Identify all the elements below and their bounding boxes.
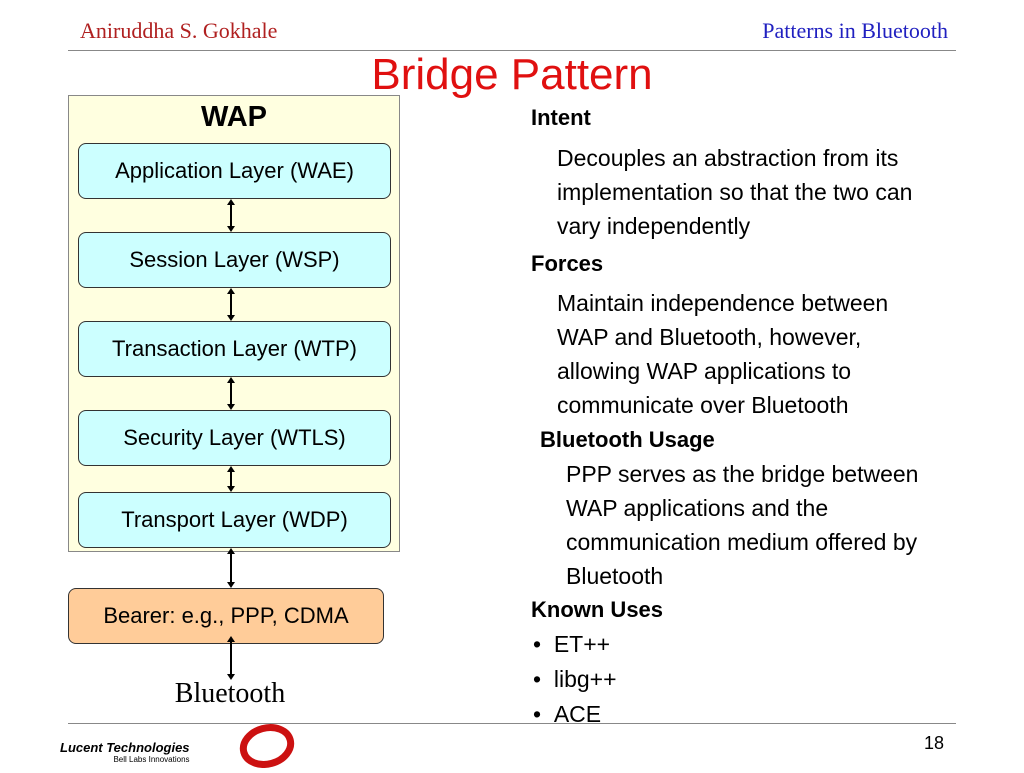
usage-line: Bluetooth [566, 563, 664, 589]
known-use-item: ET++ [553, 631, 611, 657]
bullet: • [533, 631, 554, 657]
list-item: • ET++ [533, 627, 617, 662]
known-uses-heading: Known Uses [531, 597, 664, 622]
double-arrow-3 [225, 377, 237, 410]
forces-line: Maintain independence between [557, 290, 889, 316]
known-use-item: libg++ [553, 666, 617, 692]
forces-text: Maintain independence between WAP and Bl… [557, 286, 888, 422]
author-name: Aniruddha S. Gokhale [80, 18, 278, 43]
slide-title: Bridge Pattern [371, 50, 653, 99]
double-arrow-4 [225, 466, 237, 492]
known-use-item: ACE [553, 701, 602, 727]
logo-name: Lucent Technologies [60, 740, 190, 755]
slide-topic: Patterns in Bluetooth [762, 18, 948, 43]
bearer-box: Bearer: e.g., PPP, CDMA [68, 588, 384, 644]
bullet: • [533, 701, 554, 727]
lucent-ring-icon [236, 722, 298, 768]
bluetooth-label: Bluetooth [174, 678, 286, 709]
header-divider [68, 50, 956, 51]
intent-line: vary independently [557, 213, 751, 239]
intent-heading: Intent [531, 105, 591, 130]
double-arrow-2 [225, 288, 237, 321]
page-number: 18 [923, 733, 944, 753]
usage-line: PPP serves as the bridge between [566, 461, 919, 487]
layer-security: Security Layer (WTLS) [78, 410, 391, 466]
intent-text: Decouples an abstraction from its implem… [557, 141, 912, 243]
forces-heading: Forces [531, 251, 604, 276]
layer-session: Session Layer (WSP) [78, 232, 391, 288]
usage-line: communication medium offered by [566, 529, 918, 555]
intent-line: implementation so that the two can [557, 179, 913, 205]
forces-line: WAP and Bluetooth, however, [557, 324, 862, 350]
intent-line: Decouples an abstraction from its [557, 145, 899, 171]
forces-line: allowing WAP applications to [557, 358, 852, 384]
usage-heading: Bluetooth Usage [540, 427, 715, 452]
usage-text: PPP serves as the bridge between WAP app… [566, 457, 918, 593]
list-item: • ACE [533, 697, 617, 732]
layer-transport: Transport Layer (WDP) [78, 492, 391, 548]
forces-line: communicate over Bluetooth [557, 392, 849, 418]
bullet: • [533, 666, 554, 692]
layer-application: Application Layer (WAE) [78, 143, 391, 199]
logo-tagline: Bell Labs Innovations [113, 755, 190, 764]
footer-divider [68, 723, 956, 724]
layer-transaction: Transaction Layer (WTP) [78, 321, 391, 377]
double-arrow-6 [225, 636, 237, 680]
list-item: • libg++ [533, 662, 617, 697]
double-arrow-5 [225, 548, 237, 588]
double-arrow-1 [225, 199, 237, 232]
usage-line: WAP applications and the [566, 495, 829, 521]
lucent-logo-text: Lucent Technologies Bell Labs Innovation… [60, 740, 190, 764]
wap-stack-title: WAP [200, 101, 268, 133]
known-uses-list: • ET++ • libg++ • ACE [533, 627, 617, 732]
